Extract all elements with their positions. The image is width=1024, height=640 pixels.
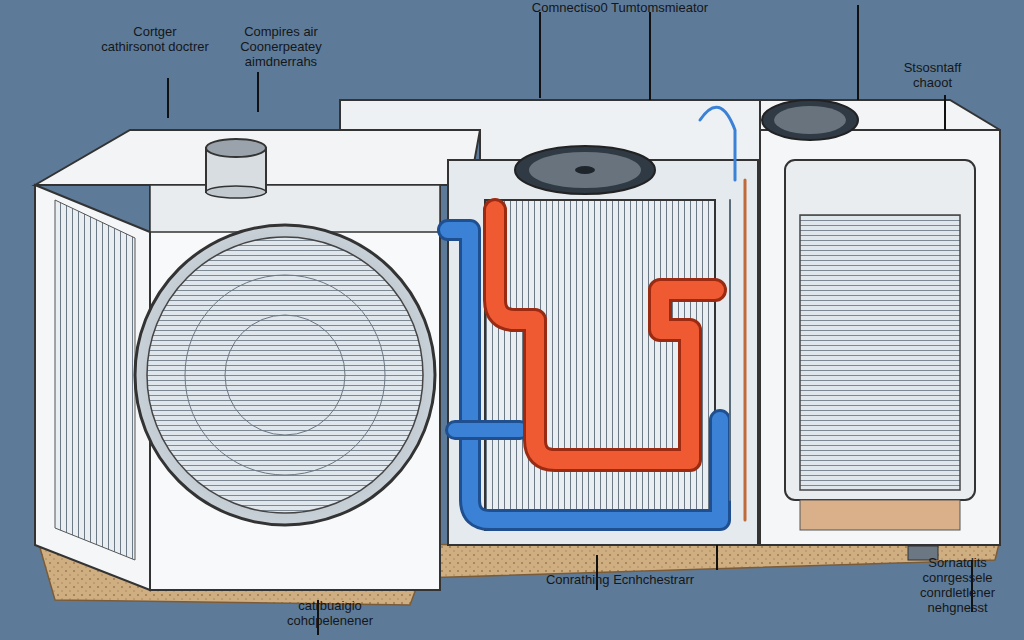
part-label: Compires air Coonerpeatey aimdnerrahs xyxy=(222,24,340,69)
canister xyxy=(206,139,266,198)
part-label: Cortger cathirsonot doctrer xyxy=(100,24,210,54)
part-label: catrbuaigio cohdpelenener xyxy=(260,598,400,628)
leader-lines xyxy=(168,5,972,635)
condenser-unit xyxy=(35,130,480,590)
part-label: Stsosntaff chaoot xyxy=(885,60,980,90)
refrigerant-pipes xyxy=(448,107,745,520)
air-handler xyxy=(760,100,1000,560)
compressor-coil xyxy=(448,146,758,545)
part-label: Sornatdits conrgessele conrdletlener neh… xyxy=(895,555,1020,615)
part-label: Comnectiso0 Tumtomsmieator xyxy=(480,0,760,15)
part-label: Conrathing Ecnhchestrarr xyxy=(545,572,695,587)
